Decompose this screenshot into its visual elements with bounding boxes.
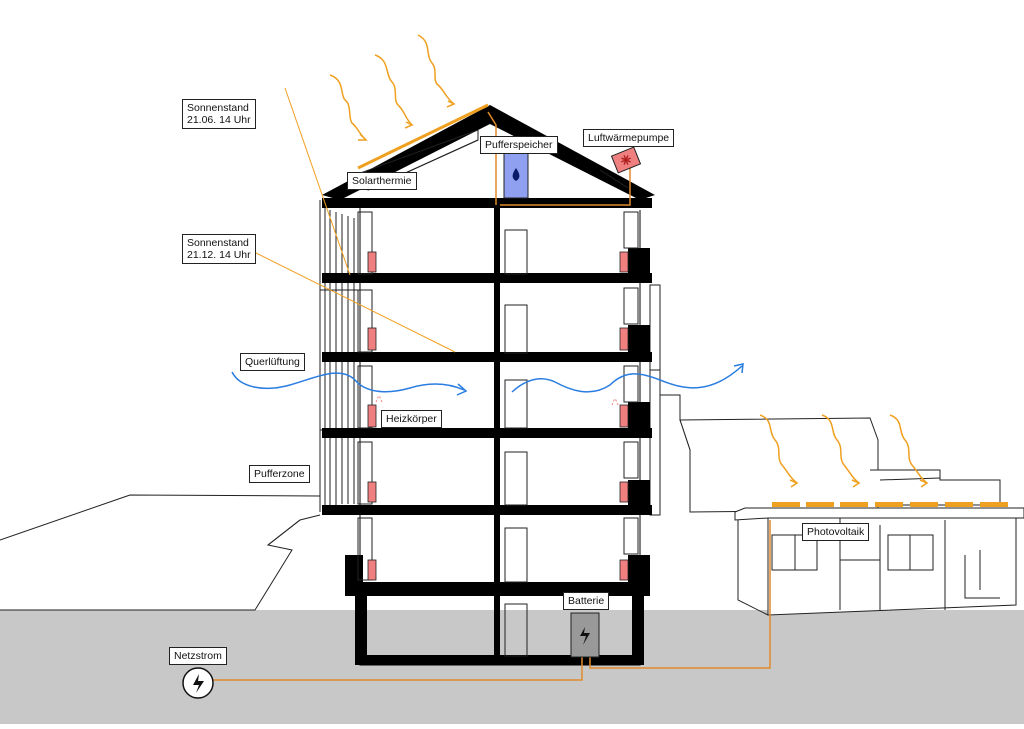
label-pufferspeicher: Pufferspeicher xyxy=(480,136,558,154)
sun-rays xyxy=(329,34,929,488)
sun-angle-lines xyxy=(249,87,456,353)
label-photovoltaik: Photovoltaik xyxy=(802,523,870,541)
label-sonnenstand-winter: Sonnenstand 21.12. 14 Uhr xyxy=(182,234,256,264)
label-netzstrom: Netzstrom xyxy=(169,647,227,665)
label-sonnenstand-summer: Sonnenstand 21.06. 14 Uhr xyxy=(182,99,256,129)
water-drop-icon xyxy=(512,168,520,181)
pv-panels xyxy=(772,502,1008,507)
radiators xyxy=(367,251,629,581)
ground xyxy=(0,610,1024,724)
terrain-outline xyxy=(0,494,321,611)
heat-pump xyxy=(610,146,642,174)
label-pufferzone: Pufferzone xyxy=(249,465,310,483)
annex-building xyxy=(734,507,1024,616)
label-luftwaermepumpe: Luftwärmepumpe xyxy=(583,129,675,147)
neighbor-buildings xyxy=(649,284,1001,516)
heat-waves xyxy=(375,394,619,406)
lightning-icon xyxy=(193,674,204,693)
fan-icon xyxy=(621,155,631,165)
pipes xyxy=(210,111,771,681)
cross-ventilation xyxy=(231,363,744,396)
label-batterie: Batterie xyxy=(563,592,610,610)
solar-thermal-panel xyxy=(357,103,489,170)
label-solarthermie: Solarthermie xyxy=(347,172,417,190)
lightning-icon xyxy=(580,627,590,645)
label-heizkoerper: Heizkörper xyxy=(381,410,442,428)
main-building xyxy=(319,103,655,666)
label-querlueftung: Querlüftung xyxy=(240,353,305,371)
